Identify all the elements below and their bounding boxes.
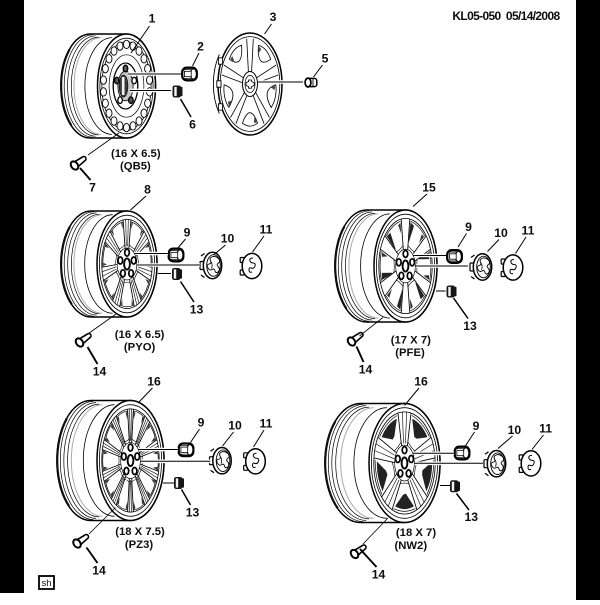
svg-text:10: 10 xyxy=(228,419,242,433)
svg-text:9: 9 xyxy=(184,226,191,240)
svg-text:(NW2): (NW2) xyxy=(394,540,427,552)
svg-text:2: 2 xyxy=(197,40,204,54)
svg-text:(18 X 7.5): (18 X 7.5) xyxy=(115,526,165,538)
svg-text:11: 11 xyxy=(522,224,535,238)
svg-text:11: 11 xyxy=(539,422,552,436)
svg-text:5: 5 xyxy=(322,52,329,66)
svg-text:(16 X 6.5): (16 X 6.5) xyxy=(111,148,161,160)
svg-text:(16 X 6.5): (16 X 6.5) xyxy=(115,329,165,341)
svg-text:16: 16 xyxy=(147,375,161,389)
svg-text:13: 13 xyxy=(186,506,200,520)
svg-text:KL05-050 05/14/2008: KL05-050 05/14/2008 xyxy=(452,9,560,23)
svg-text:(17 X 7): (17 X 7) xyxy=(391,335,431,347)
svg-text:8: 8 xyxy=(144,183,151,197)
svg-text:9: 9 xyxy=(473,419,480,433)
svg-text:13: 13 xyxy=(190,303,204,317)
svg-text:(QB5): (QB5) xyxy=(120,161,151,173)
svg-text:9: 9 xyxy=(198,416,205,430)
svg-text:16: 16 xyxy=(414,375,428,389)
svg-text:3: 3 xyxy=(270,10,277,24)
svg-text:14: 14 xyxy=(92,564,106,578)
svg-text:(PYO): (PYO) xyxy=(124,341,156,353)
svg-text:sh: sh xyxy=(41,578,51,589)
svg-text:11: 11 xyxy=(260,223,273,237)
svg-text:11: 11 xyxy=(260,417,273,431)
svg-text:14: 14 xyxy=(372,568,386,582)
svg-text:13: 13 xyxy=(463,319,477,333)
svg-text:(PFE): (PFE) xyxy=(395,347,425,359)
svg-text:10: 10 xyxy=(508,423,522,437)
svg-text:9: 9 xyxy=(465,220,472,234)
svg-text:14: 14 xyxy=(359,363,373,377)
svg-text:(PZ3): (PZ3) xyxy=(125,539,153,551)
svg-text:13: 13 xyxy=(465,510,479,524)
svg-text:10: 10 xyxy=(494,226,508,240)
svg-text:15: 15 xyxy=(422,181,436,195)
svg-text:6: 6 xyxy=(189,118,196,132)
svg-text:10: 10 xyxy=(221,232,235,246)
svg-text:14: 14 xyxy=(93,365,107,379)
svg-text:7: 7 xyxy=(89,181,96,195)
svg-text:1: 1 xyxy=(149,12,156,26)
svg-text:(18 X 7): (18 X 7) xyxy=(396,527,436,539)
